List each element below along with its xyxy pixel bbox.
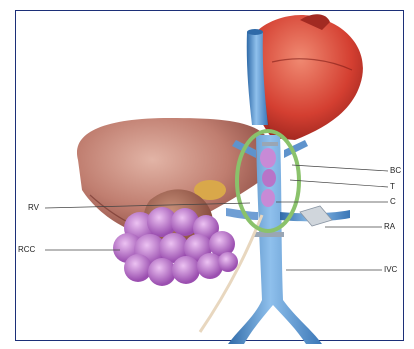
vessel-opening [247,29,263,35]
tumor-thrombus [260,148,276,207]
label-bc: BC [390,166,401,175]
label-t: T [390,182,395,191]
label-ivc: IVC [384,265,397,274]
label-rv: RV [28,203,39,212]
label-rcc: RCC [18,245,35,254]
clamp-upper [262,142,278,146]
clamp-ra [300,206,332,226]
label-c: C [390,197,396,206]
label-ra: RA [384,222,395,231]
renal-cell-carcinoma [113,207,238,286]
